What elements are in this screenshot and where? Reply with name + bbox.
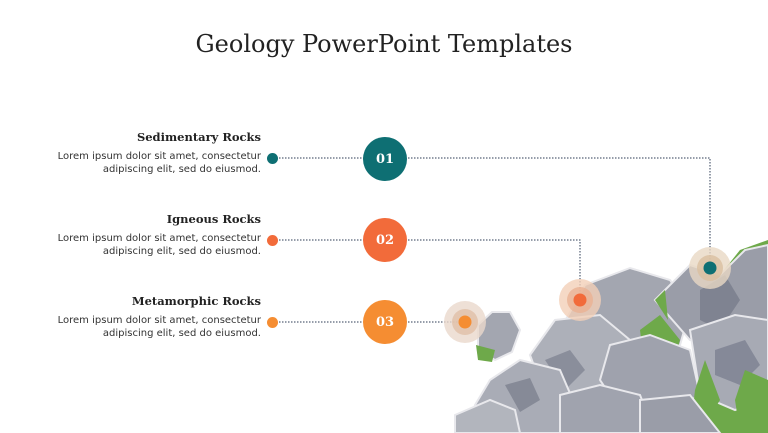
- item-number-badge-2: 02: [363, 218, 407, 262]
- item-description-igneous: Lorem ipsum dolor sit amet, consectetur …: [57, 233, 261, 257]
- item-description-metamorphic: Lorem ipsum dolor sit amet, consectetur …: [57, 315, 261, 339]
- item-title-metamorphic: Metamorphic Rocks: [131, 294, 261, 308]
- item-number-badge-3: 03: [363, 300, 407, 344]
- item-dot-2: [267, 235, 278, 246]
- item-dot-3: [267, 317, 278, 328]
- slide-title: Geology PowerPoint Templates: [195, 30, 573, 58]
- item-title-sedimentary: Sedimentary Rocks: [136, 130, 261, 144]
- item-description-sedimentary: Lorem ipsum dolor sit amet, consectetur …: [57, 151, 261, 175]
- connector-line-2: [273, 239, 581, 300]
- connector-line-1: [273, 157, 711, 268]
- item-dot-1: [267, 153, 278, 164]
- item-title-igneous: Igneous Rocks: [166, 212, 261, 226]
- item-number-badge-1: 01: [363, 137, 407, 181]
- marker-3: [444, 301, 486, 343]
- marker-1: [689, 247, 731, 289]
- marker-2: [559, 279, 601, 321]
